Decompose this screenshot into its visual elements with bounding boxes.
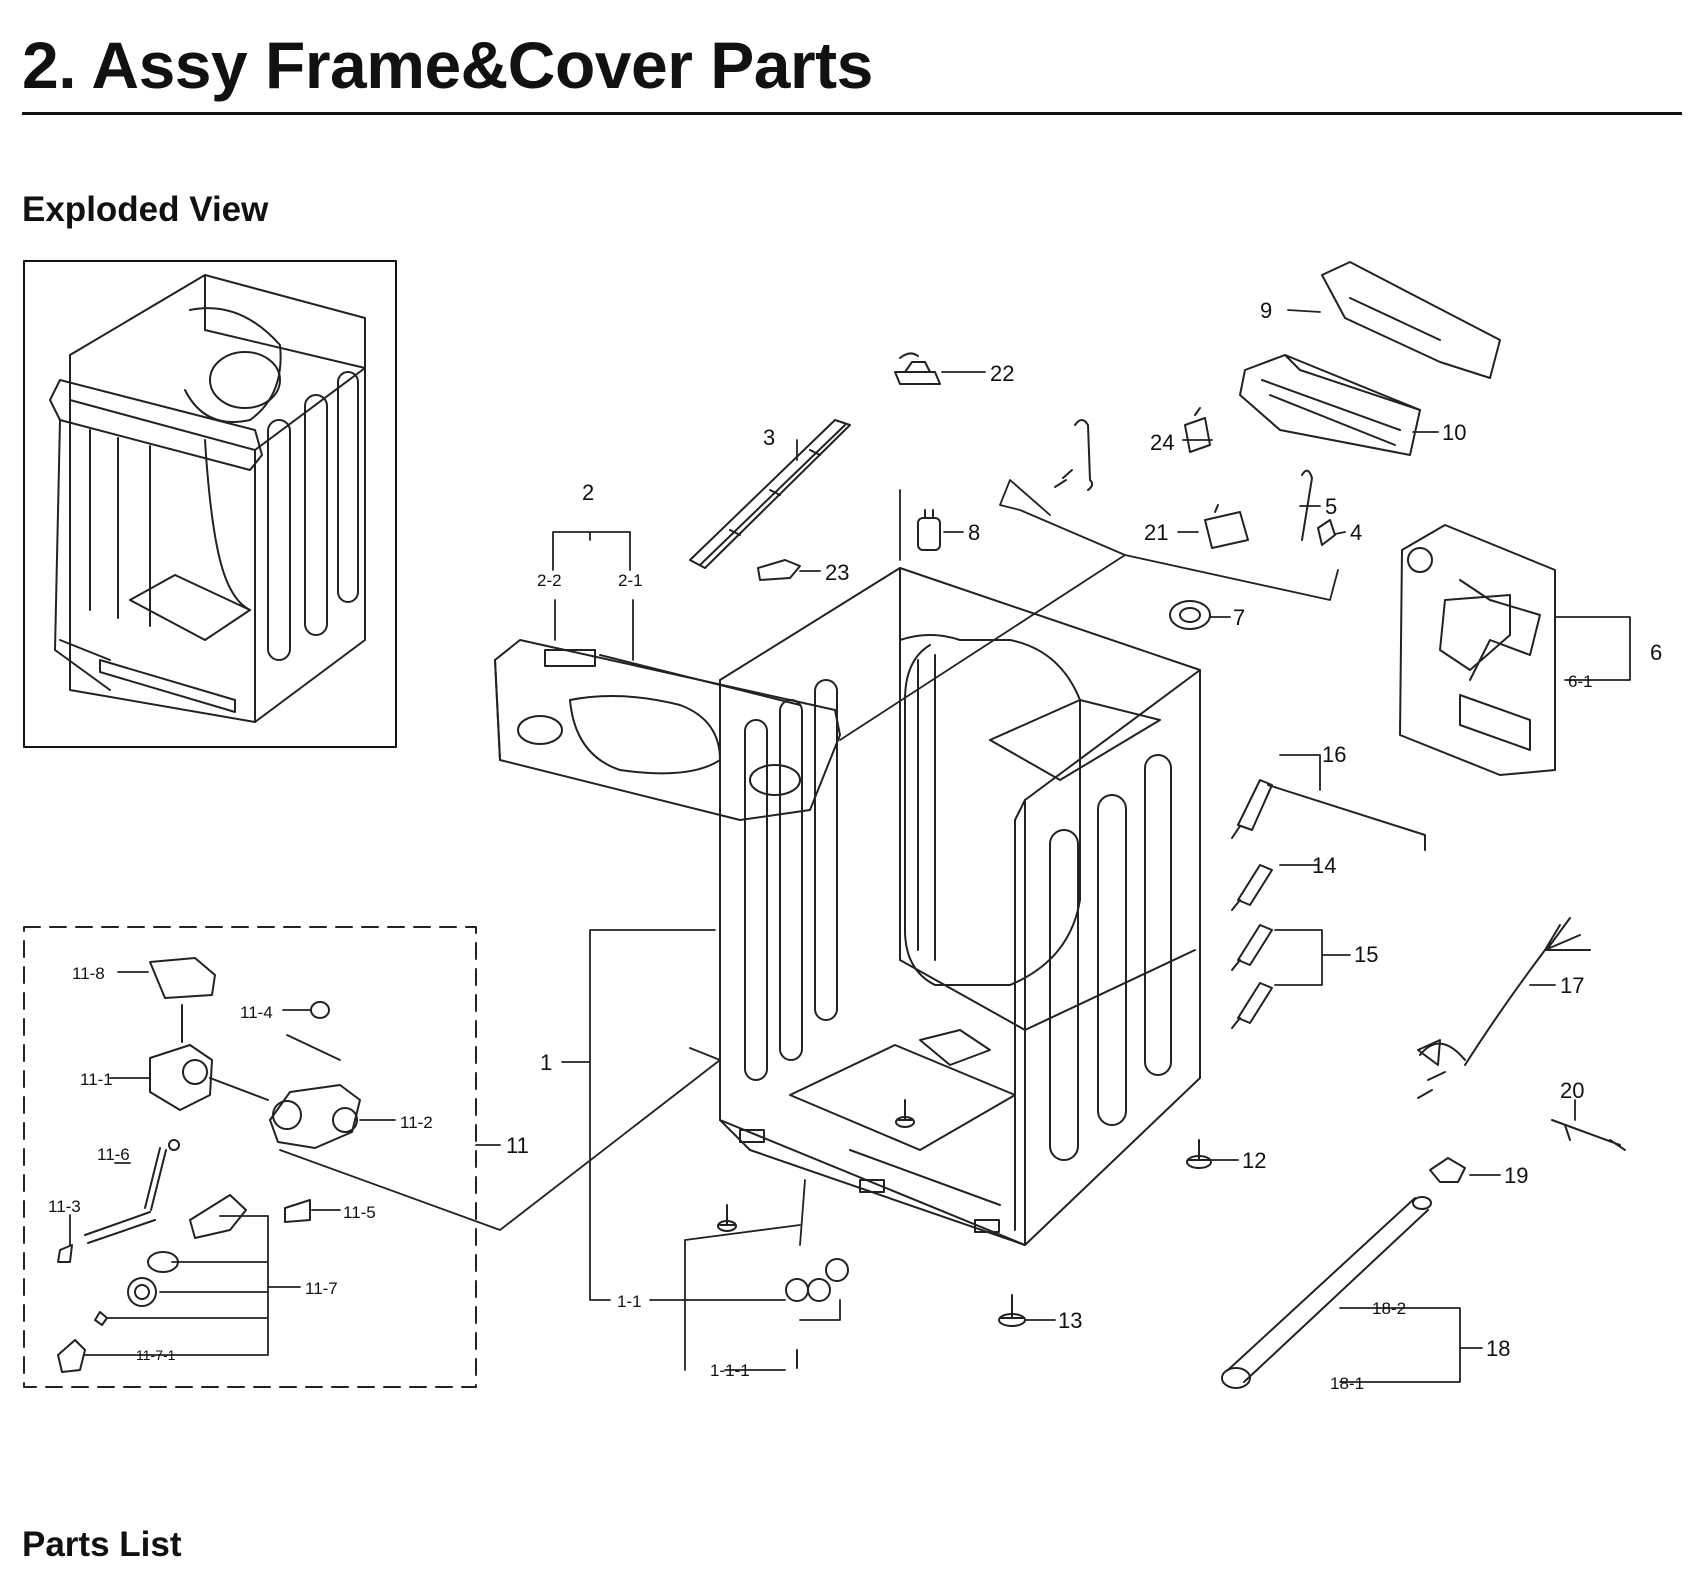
pump-assembly-boundary	[23, 926, 477, 1388]
part-23-shape	[757, 559, 801, 581]
callout-19: 19	[1504, 1163, 1528, 1188]
callout-11-2: 11-2	[400, 1113, 433, 1132]
callout-1-1-1: 1-1-1	[710, 1361, 750, 1380]
callout-4: 4	[1350, 520, 1362, 545]
part-18-shape	[1221, 1196, 1432, 1389]
part-21-shape	[1204, 504, 1249, 549]
top-rail	[689, 419, 851, 569]
callout-11-6: 11-6	[97, 1145, 130, 1164]
leveling-feet	[717, 1099, 1212, 1369]
callout-1-1: 1-1	[617, 1292, 642, 1311]
part-20-shape	[1551, 1119, 1626, 1151]
callout-3: 3	[763, 425, 775, 450]
part-24-shape	[1184, 407, 1211, 453]
callout-22: 22	[990, 361, 1014, 386]
callout-8: 8	[968, 520, 980, 545]
callout-11-4: 11-4	[240, 1003, 273, 1022]
callout-12: 12	[1242, 1148, 1266, 1173]
callout-11-7-1: 11-7-1	[136, 1347, 176, 1363]
part-15-shape	[1231, 924, 1273, 1029]
assembled-frame-thumbnail	[23, 260, 397, 748]
callout-10: 10	[1442, 420, 1466, 445]
page-title: 2. Assy Frame&Cover Parts	[22, 28, 873, 102]
callout-11: 11	[506, 1133, 529, 1158]
part-14-shape	[1231, 864, 1273, 911]
callout-9: 9	[1260, 298, 1272, 323]
callout-15: 15	[1354, 942, 1378, 967]
callout-2: 2	[582, 480, 594, 505]
part-8-shape	[917, 509, 941, 551]
callout-11-3: 11-3	[48, 1197, 81, 1216]
callout-11-8: 11-8	[72, 964, 105, 983]
callout-2-1: 2-1	[618, 571, 643, 590]
spring-bracket-left	[1054, 469, 1073, 488]
part-9-shape	[1321, 261, 1501, 379]
part-22-shape	[894, 352, 941, 385]
part-4-shape	[1317, 519, 1336, 546]
leader-lines	[69, 309, 1631, 1383]
part-19-shape	[1429, 1157, 1466, 1183]
cabinet-frame	[719, 567, 1201, 1246]
callout-16: 16	[1322, 742, 1346, 767]
callout-23: 23	[825, 560, 849, 585]
callout-7: 7	[1233, 605, 1245, 630]
callout-18: 18	[1486, 1336, 1510, 1361]
callout-21: 21	[1144, 520, 1168, 545]
callout-5: 5	[1325, 494, 1337, 519]
callout-17: 17	[1560, 973, 1584, 998]
callout-labels: 9 22 10 24 3 2 2-2 2-1 23 8 21 5 4 7 6 6…	[48, 298, 1662, 1393]
callout-18-2: 18-2	[1372, 1299, 1406, 1318]
callout-18-1: 18-1	[1330, 1374, 1364, 1393]
callout-20: 20	[1560, 1078, 1584, 1103]
exploded-view-heading: Exploded View	[22, 190, 269, 229]
parts-list-heading: Parts List	[22, 1525, 182, 1564]
callout-24: 24	[1150, 430, 1174, 455]
spring-left	[1074, 419, 1094, 491]
callout-11-1: 11-1	[80, 1070, 113, 1089]
title-rule	[22, 112, 1682, 115]
callout-2-2: 2-2	[537, 571, 562, 590]
callout-11-7: 11-7	[305, 1279, 338, 1298]
callout-13: 13	[1058, 1308, 1082, 1333]
part-6-shape	[1399, 524, 1556, 776]
part-17-shape	[1417, 917, 1591, 1099]
spring-right	[1301, 469, 1313, 541]
callout-6-1: 6-1	[1568, 672, 1593, 691]
callout-1: 1	[540, 1050, 552, 1075]
part-7-shape	[1169, 600, 1211, 630]
callout-14: 14	[1312, 853, 1336, 878]
part-10-shape	[1239, 354, 1421, 456]
pump-assembly	[57, 957, 361, 1373]
callout-11-5: 11-5	[343, 1203, 376, 1222]
front-top-panel	[494, 639, 841, 821]
callout-6: 6	[1650, 640, 1662, 665]
part-16-shape	[1231, 779, 1426, 851]
